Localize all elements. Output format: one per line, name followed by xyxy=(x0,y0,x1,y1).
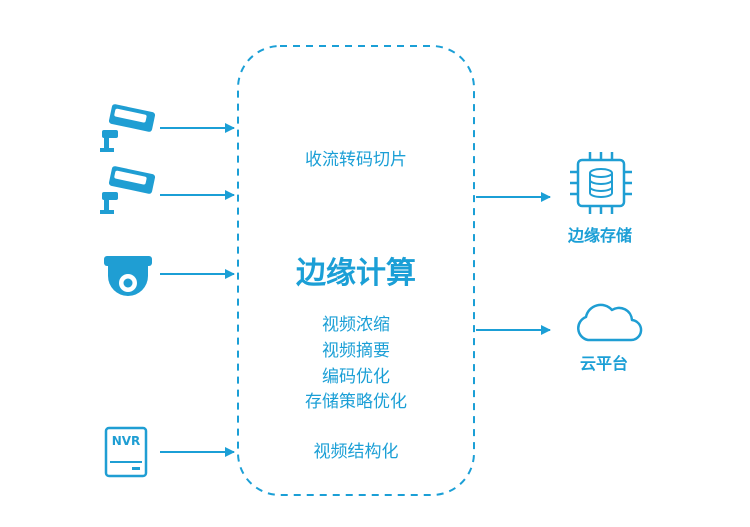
stream-transcode-text: 收流转码切片 xyxy=(305,150,407,170)
feature-line: 视频摘要 xyxy=(322,341,390,361)
feature-line: 编码优化 xyxy=(322,367,390,387)
edge-storage-label: 边缘存储 xyxy=(567,226,632,245)
cloud-icon xyxy=(577,303,643,342)
nvr-icon xyxy=(104,426,148,478)
dome-camera-icon xyxy=(104,256,152,296)
feature-line: 视频浓缩 xyxy=(322,315,390,335)
video-structuring-text: 视频结构化 xyxy=(313,442,399,462)
edge-computing-title: 边缘计算 xyxy=(296,256,416,291)
bullet-camera-icon xyxy=(100,104,156,152)
chip-database-icon xyxy=(570,152,632,214)
cloud-platform-label: 云平台 xyxy=(579,354,628,373)
bullet-camera-icon xyxy=(100,166,156,214)
nvr-label: NVR xyxy=(111,434,141,448)
feature-line: 存储策略优化 xyxy=(305,392,407,412)
